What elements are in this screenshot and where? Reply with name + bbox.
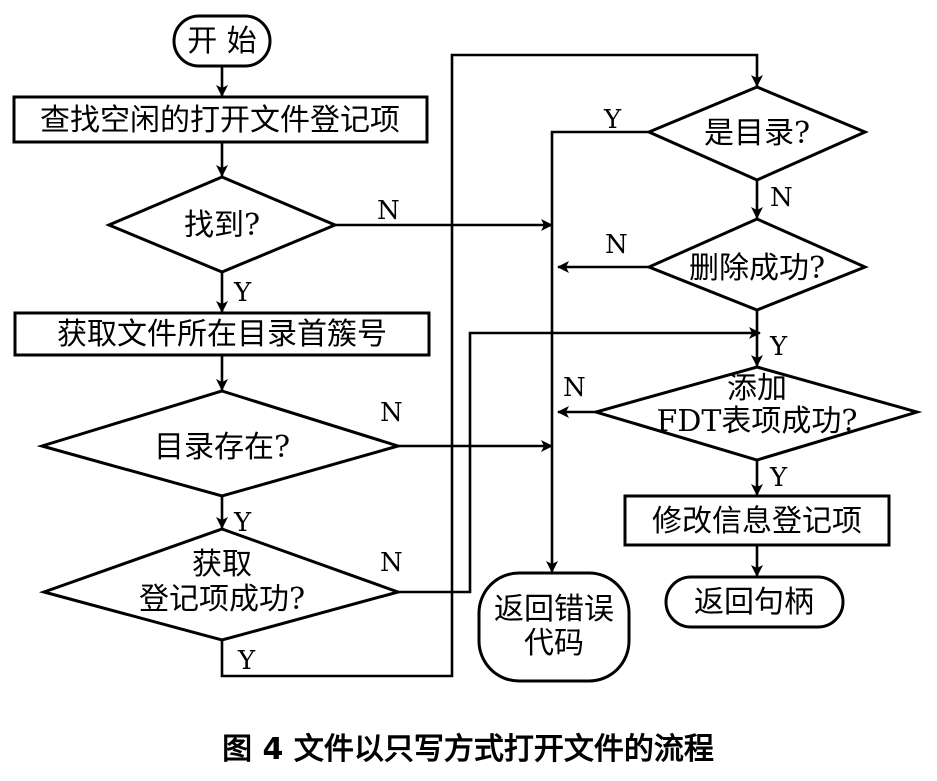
- label-getentry-yes: Y: [237, 646, 256, 676]
- label-addfdt-no: N: [563, 373, 586, 403]
- return-error-terminal: [477, 571, 631, 683]
- found-decision: [105, 175, 339, 274]
- get-entry-decision-label-2: 登记项成功?: [139, 582, 305, 617]
- get-first-cluster-box: [13, 311, 431, 357]
- get-entry-decision-label-1: 获取: [192, 547, 252, 582]
- label-found-no: N: [377, 196, 400, 226]
- return-error-label-1: 返回错误: [494, 592, 614, 627]
- label-getentry-no: N: [380, 548, 403, 578]
- arrow-isdir-yes-to-error: [546, 130, 649, 573]
- return-handle-label: 返回句柄: [694, 585, 814, 620]
- start-terminal: [172, 14, 272, 68]
- label-direxists-no: N: [380, 398, 403, 428]
- label-isdir-no: N: [770, 183, 793, 213]
- start-label: 开 始: [187, 24, 257, 59]
- arrow-getentry-no: [398, 327, 761, 594]
- arrow-getentry-yes: [220, 53, 763, 678]
- label-found-yes: Y: [233, 278, 252, 308]
- is-dir-decision-label: 是目录?: [704, 116, 810, 151]
- get-first-cluster-label: 获取文件所在目录首簇号: [57, 317, 387, 352]
- dir-exists-decision-label: 目录存在?: [154, 430, 290, 465]
- delete-decision-label: 删除成功?: [689, 251, 825, 286]
- dir-exists-decision: [36, 389, 404, 498]
- label-direxists-yes: Y: [233, 508, 252, 538]
- label-isdir-yes: Y: [603, 105, 622, 135]
- return-handle-terminal: [664, 575, 845, 629]
- figure-caption: 图 4 文件以只写方式打开文件的流程: [222, 732, 714, 767]
- found-decision-label: 找到?: [184, 208, 260, 243]
- label-delete-yes: Y: [769, 332, 788, 362]
- add-fdt-decision: [590, 365, 923, 462]
- get-entry-decision: [38, 527, 403, 642]
- delete-decision: [645, 217, 869, 312]
- return-error-label-2: 代码: [524, 626, 584, 661]
- add-fdt-decision-label-1: 添加: [727, 371, 787, 406]
- find-free-entry-label: 查找空闲的打开文件登记项: [40, 103, 400, 138]
- modify-entry-box: [623, 494, 891, 547]
- label-addfdt-yes: Y: [769, 463, 788, 493]
- add-fdt-decision-label-2: FDT表项成功?: [657, 404, 858, 439]
- is-dir-decision: [645, 85, 869, 182]
- find-free-entry-box: [12, 95, 429, 144]
- modify-entry-label: 修改信息登记项: [652, 504, 862, 539]
- label-delete-no: N: [605, 230, 628, 260]
